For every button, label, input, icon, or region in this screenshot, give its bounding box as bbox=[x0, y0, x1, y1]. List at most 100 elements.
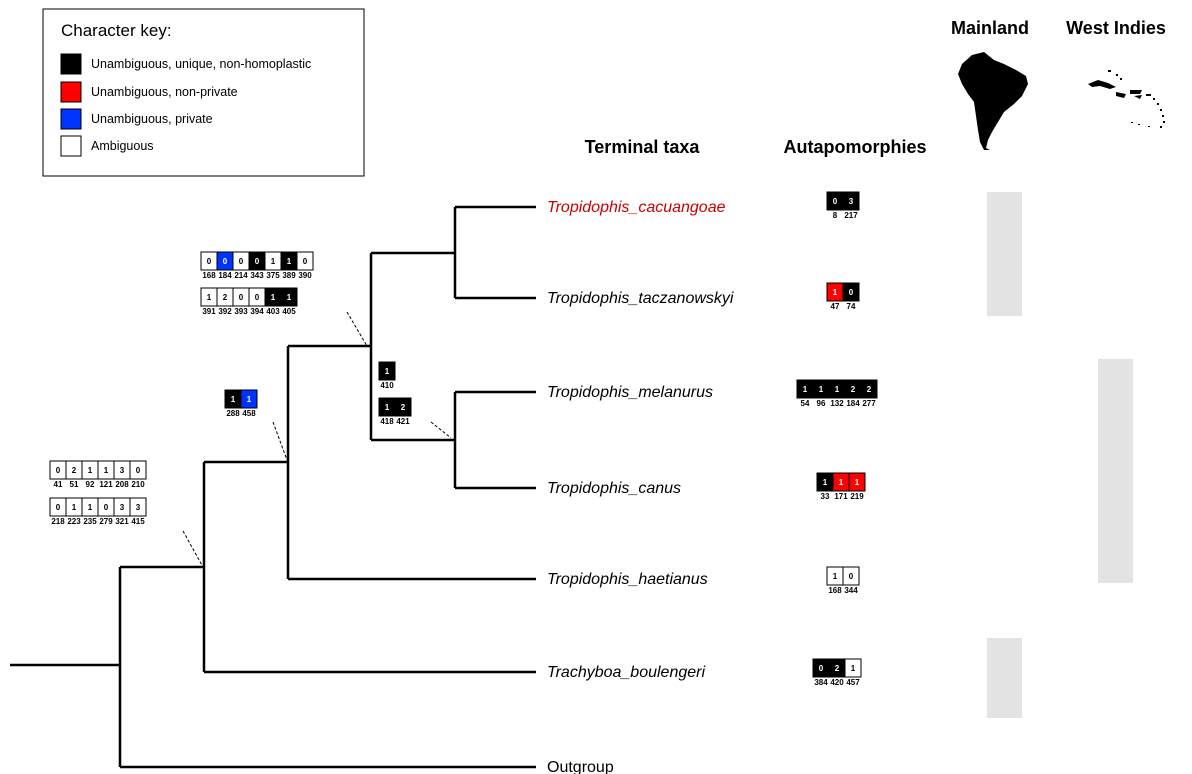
character-state: 1 bbox=[72, 503, 77, 512]
character-state: 0 bbox=[56, 503, 61, 512]
character-number: 391 bbox=[202, 307, 216, 316]
character-state: 1 bbox=[385, 367, 390, 376]
character-state: 1 bbox=[231, 395, 236, 404]
terminal-taxa-labels: Tropidophis_cacuangoae Tropidophis_tacza… bbox=[547, 199, 734, 774]
character-cell bbox=[394, 397, 412, 417]
character-number: 208 bbox=[115, 480, 129, 489]
character-number: 171 bbox=[834, 492, 848, 501]
character-number: 223 bbox=[67, 517, 81, 526]
character-number: 8 bbox=[833, 211, 838, 220]
character-number: 168 bbox=[202, 271, 216, 280]
legend-title: Character key: bbox=[61, 21, 172, 40]
character-number: 279 bbox=[99, 517, 113, 526]
character-number: 168 bbox=[828, 586, 842, 595]
character-cell bbox=[848, 472, 866, 492]
character-state: 1 bbox=[271, 293, 276, 302]
character-number: 51 bbox=[70, 480, 79, 489]
character-cell bbox=[240, 389, 258, 409]
character-cell bbox=[296, 251, 314, 271]
character-number: 219 bbox=[850, 492, 864, 501]
character-number: 33 bbox=[821, 492, 830, 501]
character-state: 2 bbox=[223, 293, 228, 302]
character-number: 421 bbox=[396, 417, 410, 426]
character-state: 2 bbox=[867, 385, 872, 394]
character-state: 0 bbox=[207, 257, 212, 266]
character-state: 1 bbox=[855, 478, 860, 487]
character-state: 1 bbox=[835, 385, 840, 394]
taxon-label-trachyboa: Trachyboa_boulengeri bbox=[547, 664, 705, 681]
connector-node-tropidophis bbox=[272, 421, 288, 461]
legend-label-black: Unambiguous, unique, non-homoplastic bbox=[91, 57, 311, 71]
character-state: 1 bbox=[88, 503, 93, 512]
character-cell bbox=[280, 287, 298, 307]
character-number: 210 bbox=[131, 480, 145, 489]
character-number: 217 bbox=[844, 211, 858, 220]
character-number: 96 bbox=[817, 399, 826, 408]
taxon-label-melanurus: Tropidophis_melanurus bbox=[547, 384, 713, 401]
character-state: 0 bbox=[849, 572, 854, 581]
character-number: 132 bbox=[830, 399, 844, 408]
connector-node-tropidophis-trachyboa bbox=[182, 530, 204, 568]
legend-swatch-white bbox=[60, 135, 82, 157]
taxon-label-haetianus: Tropidophis_haetianus bbox=[547, 571, 708, 588]
character-state: 0 bbox=[819, 664, 824, 673]
character-number: 92 bbox=[86, 480, 95, 489]
character-state: 1 bbox=[385, 403, 390, 412]
character-state: 1 bbox=[247, 395, 252, 404]
character-cell bbox=[842, 566, 860, 586]
character-state: 0 bbox=[849, 288, 854, 297]
character-number: 389 bbox=[282, 271, 296, 280]
character-state: 0 bbox=[136, 466, 141, 475]
character-state: 1 bbox=[287, 257, 292, 266]
character-number: 74 bbox=[847, 302, 856, 311]
character-state: 1 bbox=[833, 572, 838, 581]
character-state: 0 bbox=[56, 466, 61, 475]
character-number: 418 bbox=[380, 417, 394, 426]
character-connectors bbox=[182, 311, 452, 568]
character-number: 235 bbox=[83, 517, 97, 526]
character-cell bbox=[378, 361, 396, 381]
legend-label-red: Unambiguous, non-private bbox=[91, 85, 238, 99]
character-state: 0 bbox=[255, 257, 260, 266]
autapomorphies-header: Autapomorphies bbox=[783, 137, 926, 157]
character-number: 393 bbox=[234, 307, 248, 316]
character-number: 457 bbox=[846, 678, 860, 687]
connector-node-melanurus-canus bbox=[430, 421, 452, 439]
character-state: 3 bbox=[136, 503, 141, 512]
character-number: 375 bbox=[266, 271, 280, 280]
character-cell bbox=[842, 282, 860, 302]
character-state: 2 bbox=[72, 466, 77, 475]
character-state: 1 bbox=[819, 385, 824, 394]
character-state: 0 bbox=[239, 293, 244, 302]
terminal-taxa-header: Terminal taxa bbox=[585, 137, 701, 157]
character-number: 184 bbox=[846, 399, 860, 408]
character-state: 3 bbox=[120, 466, 125, 475]
character-state: 3 bbox=[849, 197, 854, 206]
mainland-distribution-bar-upper bbox=[987, 192, 1022, 316]
character-number: 121 bbox=[99, 480, 113, 489]
character-state: 2 bbox=[851, 385, 856, 394]
character-cell bbox=[129, 460, 147, 480]
west-indies-header: West Indies bbox=[1066, 18, 1166, 38]
character-number: 54 bbox=[801, 399, 810, 408]
phylogenetic-tree bbox=[10, 205, 536, 769]
mainland-header: Mainland bbox=[951, 18, 1029, 38]
legend-label-blue: Unambiguous, private bbox=[91, 112, 213, 126]
character-state: 0 bbox=[223, 257, 228, 266]
character-state-boxes: 0832171470741541961132218422771331171121… bbox=[49, 191, 878, 687]
character-state: 3 bbox=[120, 503, 125, 512]
character-cell bbox=[844, 658, 862, 678]
character-cell bbox=[860, 379, 878, 399]
